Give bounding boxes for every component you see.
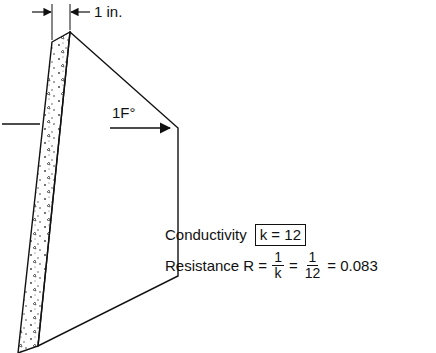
conductivity-label: Conductivity	[165, 226, 247, 243]
formula-text: =	[289, 257, 298, 274]
value-box: k = 12	[255, 224, 306, 246]
fraction: 112	[303, 250, 323, 282]
heat-flow-line	[2, 123, 40, 125]
dimension-arrow	[32, 11, 51, 12]
resistance-formula: Resistance R =1k=112= 0.083	[165, 250, 378, 282]
denominator: 12	[303, 266, 323, 281]
formula-text: Resistance R =	[165, 257, 267, 274]
denominator: k	[273, 266, 284, 281]
slab-edge	[18, 32, 70, 353]
dimension-arrow	[71, 11, 90, 12]
dimension-extension	[52, 4, 53, 40]
value-text: k = 12	[260, 226, 301, 243]
formula-part: = 0.083	[327, 257, 377, 275]
temperature-label: 1F°	[112, 104, 136, 121]
numerator: 1	[272, 250, 284, 266]
formula-part: Resistance R =	[165, 257, 267, 275]
fraction: 1k	[272, 250, 284, 282]
numerator: 1	[307, 250, 319, 266]
dimension-label: 1 in.	[94, 3, 122, 20]
formula-part: =	[289, 257, 298, 275]
heat-flow-arrow	[110, 127, 170, 129]
formula-text: = 0.083	[327, 257, 377, 274]
dimension-extension	[70, 4, 71, 30]
